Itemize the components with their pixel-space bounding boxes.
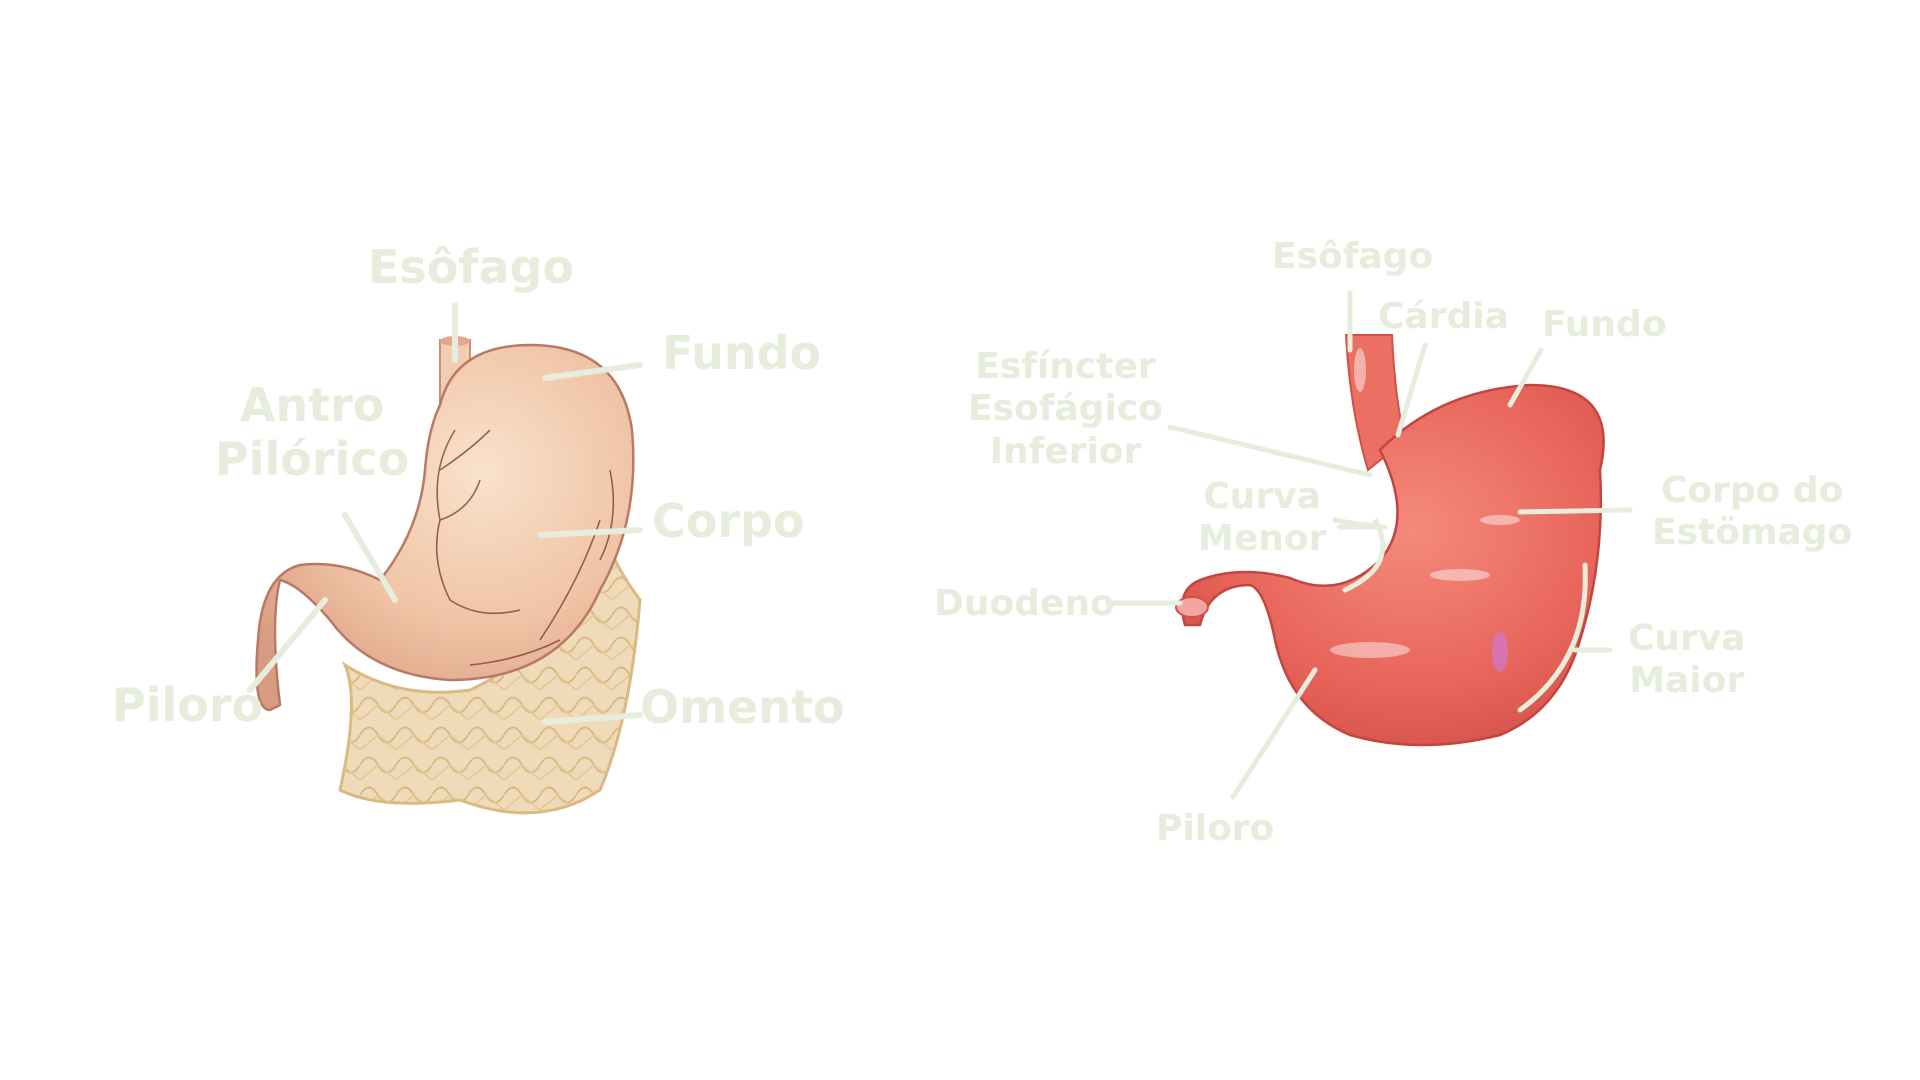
right-line-fundo [1507, 347, 1544, 408]
right-line-esfincter [1167, 424, 1373, 478]
left-label-piloro: Piloro [112, 678, 264, 732]
right-label-cardia: Cárdia [1378, 296, 1509, 337]
left-line-corpo [537, 527, 643, 538]
left-label-corpo: Corpo [652, 494, 805, 548]
right-label-corpo-do-estomago: Corpo do Estömago [1652, 470, 1853, 554]
left-line-fundo [542, 362, 643, 381]
right-line-corpo [1517, 507, 1633, 515]
right-label-curva-menor: Curva Menor [1198, 476, 1327, 560]
right-label-duodeno: Duodeno [934, 583, 1115, 624]
right-stomach-illustration [1175, 334, 1605, 747]
left-leader-lines [247, 302, 643, 725]
left-label-fundo: Fundo [662, 326, 822, 380]
right-highlights [1330, 348, 1520, 658]
right-label-curva-maior: Curva Maior [1628, 618, 1746, 702]
right-line-curva-maior [1517, 562, 1588, 713]
right-label-esofago: Esôfago [1272, 236, 1434, 277]
left-label-esofago: Esôfago [368, 240, 574, 294]
right-label-fundo: Fundo [1542, 304, 1667, 345]
left-omentum-shape [338, 514, 642, 815]
right-leader-lines [1109, 290, 1633, 800]
right-line-curva-menor [1332, 517, 1386, 593]
left-label-antro-pilorico: Antro Pilórico [215, 378, 410, 487]
right-line-cardia [1395, 342, 1428, 438]
left-line-piloro [247, 597, 328, 693]
left-line-antro [342, 512, 398, 603]
right-label-esfincter: Esfíncter Esofágico Inferior [968, 346, 1163, 472]
left-label-omento: Omento [640, 680, 845, 734]
right-line-piloro [1230, 667, 1318, 800]
right-label-piloro: Piloro [1156, 808, 1275, 849]
right-sheen [1492, 632, 1508, 672]
left-line-omento [542, 712, 643, 725]
left-stomach-body-shape [255, 343, 635, 712]
